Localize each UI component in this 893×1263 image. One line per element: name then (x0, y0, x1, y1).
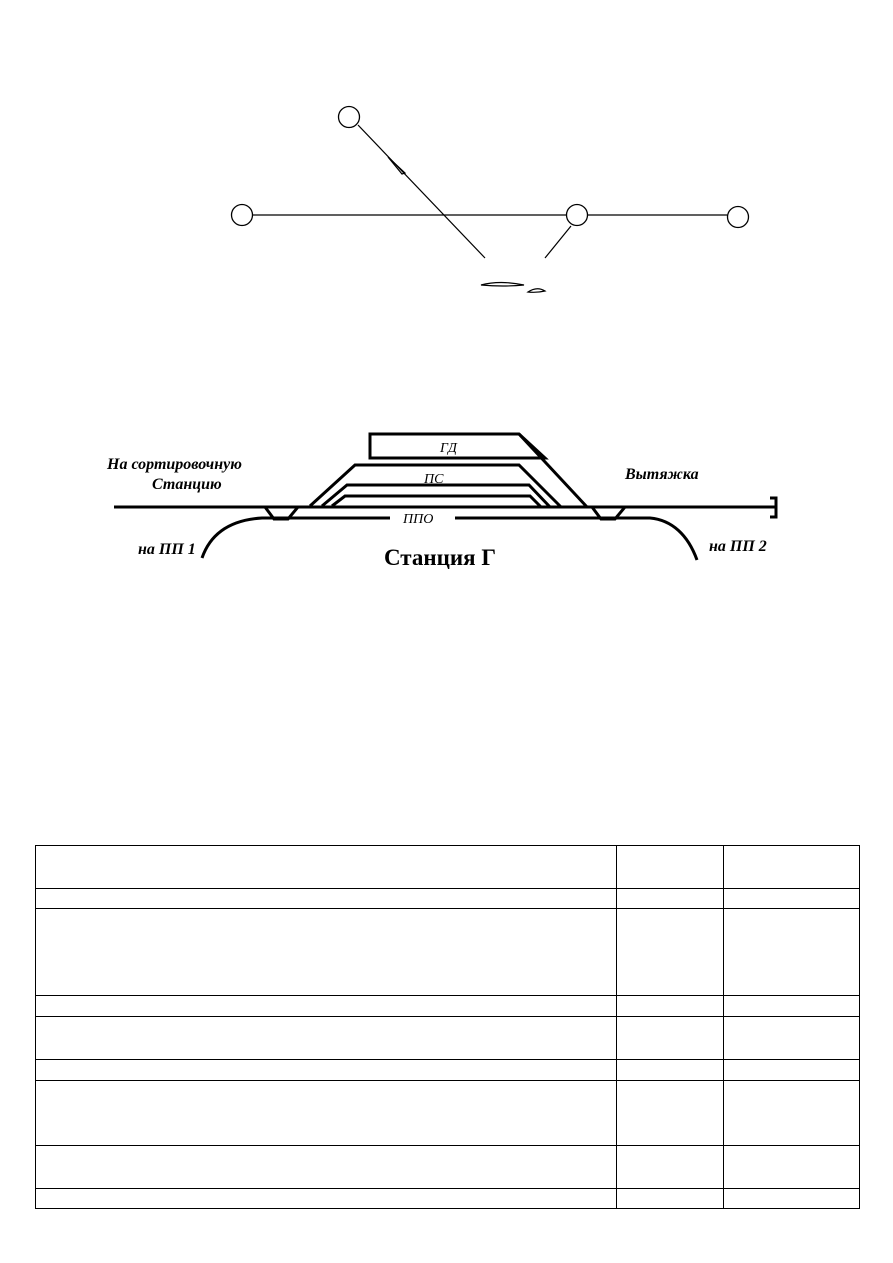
station-track-diagram: На сортировочную Станцию Вытяжка на ПП 1… (106, 432, 778, 570)
network-diagram (230, 105, 750, 293)
label-sorting-station-line2: Станцию (152, 476, 222, 493)
table-row (35, 908, 860, 996)
branch-pp2 (598, 516, 699, 561)
node-right (726, 205, 750, 229)
table-cell (723, 995, 860, 1017)
branch-line (544, 225, 572, 259)
table-cell (616, 908, 724, 996)
label-headshunt: Вытяжка (624, 466, 699, 483)
table-cell (616, 1145, 724, 1189)
table-cell (723, 888, 860, 909)
crossover-right (590, 506, 627, 521)
table-row (35, 1188, 860, 1209)
diagonal-line (357, 124, 486, 259)
branch-pp1 (200, 516, 288, 559)
table-cell (723, 1188, 860, 1209)
table-row (35, 995, 860, 1017)
track-inner-2 (331, 494, 543, 509)
table-cell (723, 1080, 860, 1146)
table-cell (616, 1188, 724, 1209)
track-inner-1 (321, 483, 552, 509)
table-cell (616, 845, 724, 889)
label-branch-pp2: на ПП 2 (709, 538, 767, 555)
diagonal-marker (387, 156, 407, 175)
label-sorting-station-line1: На сортировочную (106, 456, 242, 473)
table-cell (35, 1016, 617, 1060)
table-row (35, 1145, 860, 1189)
table-row (35, 1059, 860, 1081)
data-table (35, 845, 860, 1209)
label-track-ppo: ППО (402, 512, 433, 527)
label-branch-pp1: на ПП 1 (138, 541, 196, 558)
node-top (337, 105, 361, 129)
table-cell (35, 908, 617, 996)
table-cell (616, 1059, 724, 1081)
track-ps (308, 463, 563, 509)
table-row (35, 888, 860, 909)
table-cell (35, 1188, 617, 1209)
table-cell (35, 1145, 617, 1189)
track-buffer (770, 496, 778, 519)
table-cell (616, 888, 724, 909)
table-cell (723, 908, 860, 996)
table-row (35, 1080, 860, 1146)
node-middle (565, 203, 589, 227)
sliver-mark-right (526, 288, 547, 293)
label-track-ps: ПС (423, 472, 444, 487)
track-gd-connection (517, 432, 589, 509)
table-cell (616, 1080, 724, 1146)
table-cell (35, 1059, 617, 1081)
node-left (230, 203, 254, 227)
table-cell (723, 1145, 860, 1189)
table-row (35, 845, 860, 889)
table-cell (723, 1016, 860, 1060)
table-cell (35, 995, 617, 1017)
crossover-left (263, 506, 300, 521)
table-cell (723, 1059, 860, 1081)
table-row (35, 1016, 860, 1060)
table-cell (35, 845, 617, 889)
table-cell (35, 888, 617, 909)
sliver-mark-left (480, 281, 525, 287)
track-gd-box (368, 432, 549, 460)
label-track-gd: ГД (439, 441, 458, 456)
table-cell (35, 1080, 617, 1146)
table-cell (616, 995, 724, 1017)
table-cell (616, 1016, 724, 1060)
table-cell (723, 845, 860, 889)
station-title: Станция Г (384, 545, 496, 570)
